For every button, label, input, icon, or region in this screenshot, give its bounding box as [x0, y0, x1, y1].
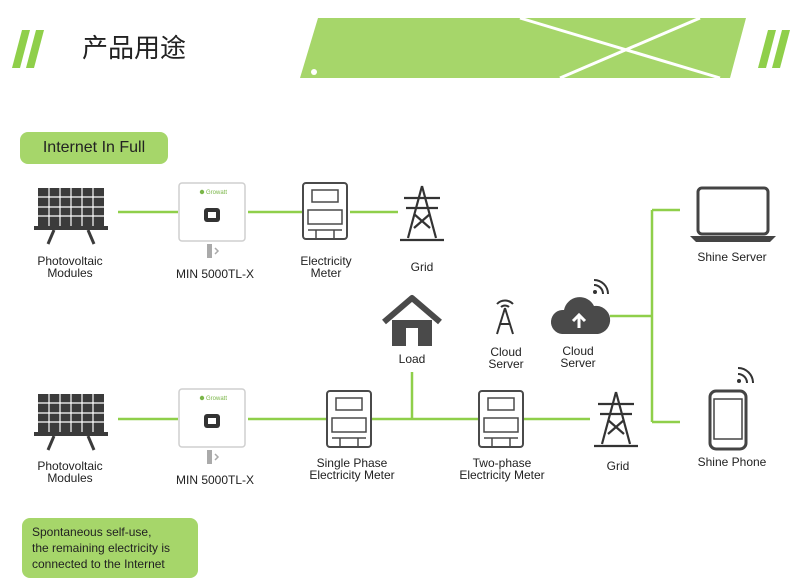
cloud-label-2: Server	[560, 356, 596, 370]
two-meter-label-1: Two-phase	[472, 456, 532, 470]
wifi-icon-cloud	[593, 279, 609, 295]
single-phase-meter-icon	[326, 390, 372, 448]
note-line-3: connected to the Internet	[32, 557, 165, 571]
left-stripe-1	[12, 30, 30, 68]
pv-label-top-2: Modules	[47, 266, 93, 280]
solar-panel-icon-bottom	[34, 394, 108, 451]
pv-label-bottom-1: Photovoltaic	[37, 459, 103, 473]
tower-label-1: Cloud	[490, 345, 522, 359]
wifi-icon-phone	[737, 367, 754, 384]
grid-tower-icon	[400, 185, 444, 242]
note-line-2: the remaining electricity is	[32, 541, 171, 555]
inverter-label-top: MIN 5000TL-X	[175, 267, 255, 281]
inverter-label-bottom: MIN 5000TL-X	[175, 473, 255, 487]
shine-phone-label: Shine Phone	[697, 455, 767, 469]
pv-label-top-1: Photovoltaic	[37, 254, 103, 268]
svg-text:Growatt: Growatt	[206, 396, 227, 402]
single-meter-label-2: Electricity Meter	[309, 468, 395, 482]
grid-label-bottom: Grid	[606, 459, 630, 473]
grid-label-top: Grid	[410, 260, 434, 274]
right-stripe-1	[758, 30, 776, 68]
inverter-icon-bottom: Growatt	[178, 388, 246, 448]
header-green-band	[300, 18, 746, 78]
meter-label-top-2: Meter	[310, 266, 342, 280]
cloud-label-1: Cloud	[562, 344, 594, 358]
header-banner	[12, 16, 790, 80]
smartphone-icon	[708, 389, 748, 451]
internet-full-badge-text: Internet In Full	[42, 139, 146, 156]
wifi-stick-icon	[207, 244, 220, 258]
header-band-decoration	[519, 16, 721, 80]
internet-full-badge: Internet In Full	[20, 132, 168, 164]
inverter-icon: Growatt	[178, 182, 246, 242]
house-icon	[382, 295, 442, 346]
note-line-1: Spontaneous self-use,	[32, 525, 152, 539]
meter-label-top-1: Electricity	[300, 254, 352, 268]
wifi-stick-icon-bottom	[207, 450, 220, 464]
antenna-tower-icon	[496, 299, 514, 335]
shine-server-label: Shine Server	[697, 250, 767, 264]
laptop-icon	[690, 186, 776, 242]
right-stripe-2	[772, 30, 790, 68]
electricity-meter-icon	[302, 182, 348, 240]
grid-tower-icon-bottom	[594, 391, 638, 448]
two-meter-label-2: Electricity Meter	[459, 468, 545, 482]
page-title: 产品用途	[82, 34, 187, 64]
load-label: Load	[398, 352, 426, 366]
single-meter-label-1: Single Phase	[316, 456, 388, 470]
cloud-server-icon	[550, 297, 611, 334]
self-use-note: Spontaneous self-use, the remaining elec…	[22, 518, 198, 578]
svg-text:Growatt: Growatt	[206, 190, 227, 196]
pv-label-bottom-2: Modules	[47, 471, 93, 485]
tower-label-2: Server	[488, 357, 524, 371]
solar-panel-icon	[34, 188, 108, 245]
two-phase-meter-icon	[478, 390, 524, 448]
left-stripe-2	[26, 30, 44, 68]
